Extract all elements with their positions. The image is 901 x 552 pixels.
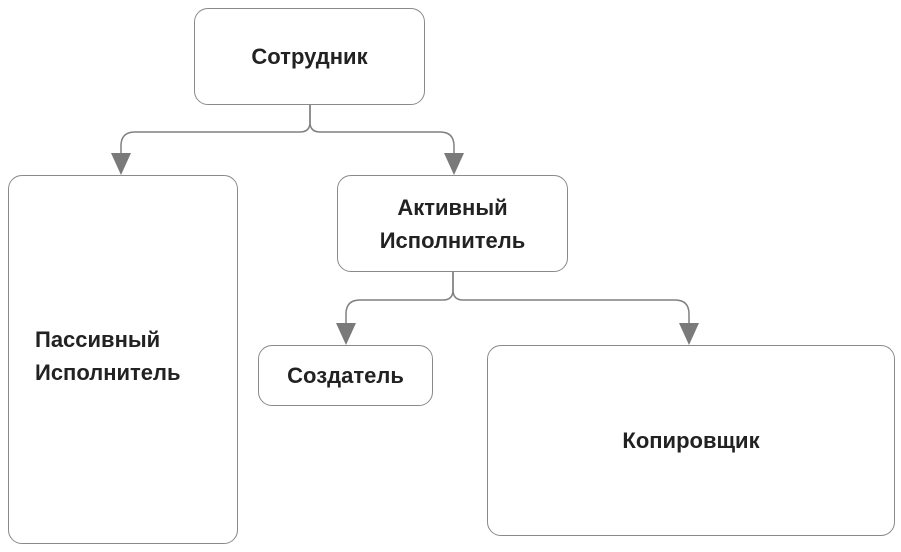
- arrowhead-active: [444, 153, 464, 175]
- connector-active-copier: [452, 271, 690, 328]
- node-creator: Создатель: [258, 345, 433, 406]
- node-label: Пассивный Исполнитель: [35, 326, 181, 385]
- node-label: Создатель: [287, 363, 404, 388]
- node-label: Копировщик: [622, 428, 760, 453]
- node-label: Активный Исполнитель: [379, 194, 526, 253]
- node-passive-executor: Пассивный Исполнитель: [8, 175, 238, 544]
- arrowhead-creator: [336, 323, 356, 345]
- arrowhead-copier: [679, 323, 699, 345]
- node-label: Сотрудник: [251, 44, 368, 69]
- node-copier: Копировщик: [487, 345, 895, 536]
- connector-employee-passive: [120, 104, 311, 158]
- connector-employee-active: [309, 104, 455, 158]
- node-active-executor: Активный Исполнитель: [337, 175, 568, 272]
- node-employee: Сотрудник: [194, 8, 425, 105]
- connector-active-creator: [345, 271, 454, 328]
- arrowhead-passive: [111, 153, 131, 175]
